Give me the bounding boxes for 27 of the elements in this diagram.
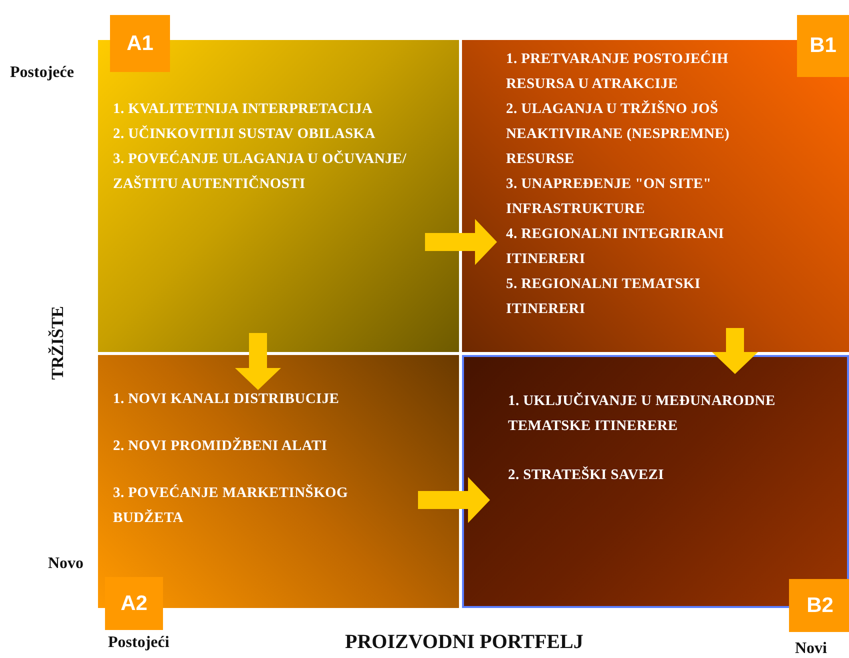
axis-category-label: Postojeći <box>108 634 170 652</box>
strategy-item: 3. POVEĆANJE ULAGANJA U OČUVANJE/ ZAŠTITU AUTENTIČNOSTI <box>113 149 408 194</box>
quadrant-tag: B1 <box>797 15 849 77</box>
block-arrow <box>235 333 281 390</box>
strategy-item: 4. REGIONALNI INTEGRIRANI ITINERERI <box>506 225 726 269</box>
strategy-item: 1. KVALITETNIJA INTERPRETACIJA <box>113 100 374 119</box>
block-arrow <box>418 477 490 523</box>
axis-category-label: Novi <box>795 640 827 658</box>
strategy-item: 3. POVEĆANJE MARKETINŠKOG BUDŽETA <box>113 483 350 528</box>
axis-title: PROIZVODNI PORTFELJ <box>345 631 584 654</box>
quadrant-tag: A2 <box>105 577 163 630</box>
strategy-item: 1. UKLJUČIVANJE U MEĐUNARODNE TEMATSKE ITINERERE <box>508 391 776 436</box>
strategy-item: 1. NOVI KANALI DISTRIBUCIJE <box>113 390 340 409</box>
strategy-item: 5. REGIONALNI TEMATSKI ITINERERI <box>506 275 702 319</box>
block-arrow <box>425 219 497 265</box>
block-arrow <box>712 328 758 374</box>
strategy-item: 2. ULAGANJA U TRŽIŠNO JOŠ NEAKTIVIRANE (NESPREMNE) RESURSE <box>506 99 731 169</box>
strategy-item: 3. UNAPREĐENJE "ON SITE" INFRASTRUKTURE <box>506 175 712 219</box>
strategy-item: 1. PRETVARANJE POSTOJEĆIH RESURSA U ATRAKCIJE <box>506 50 730 94</box>
axis-title: TRŽIŠTE <box>48 306 68 380</box>
axis-category-label: Novo <box>48 555 84 573</box>
quadrant-tag: A1 <box>110 15 170 72</box>
quadrant-tag: B2 <box>789 579 849 632</box>
strategy-item: 2. UČINKOVITIJI SUSTAV OBILASKA <box>113 124 376 144</box>
strategy-item: 2. NOVI PROMIDŽBENI ALATI <box>113 436 328 456</box>
axis-category-label: Postojeće <box>10 64 74 82</box>
strategy-item: 2. STRATEŠKI SAVEZI <box>508 465 665 485</box>
